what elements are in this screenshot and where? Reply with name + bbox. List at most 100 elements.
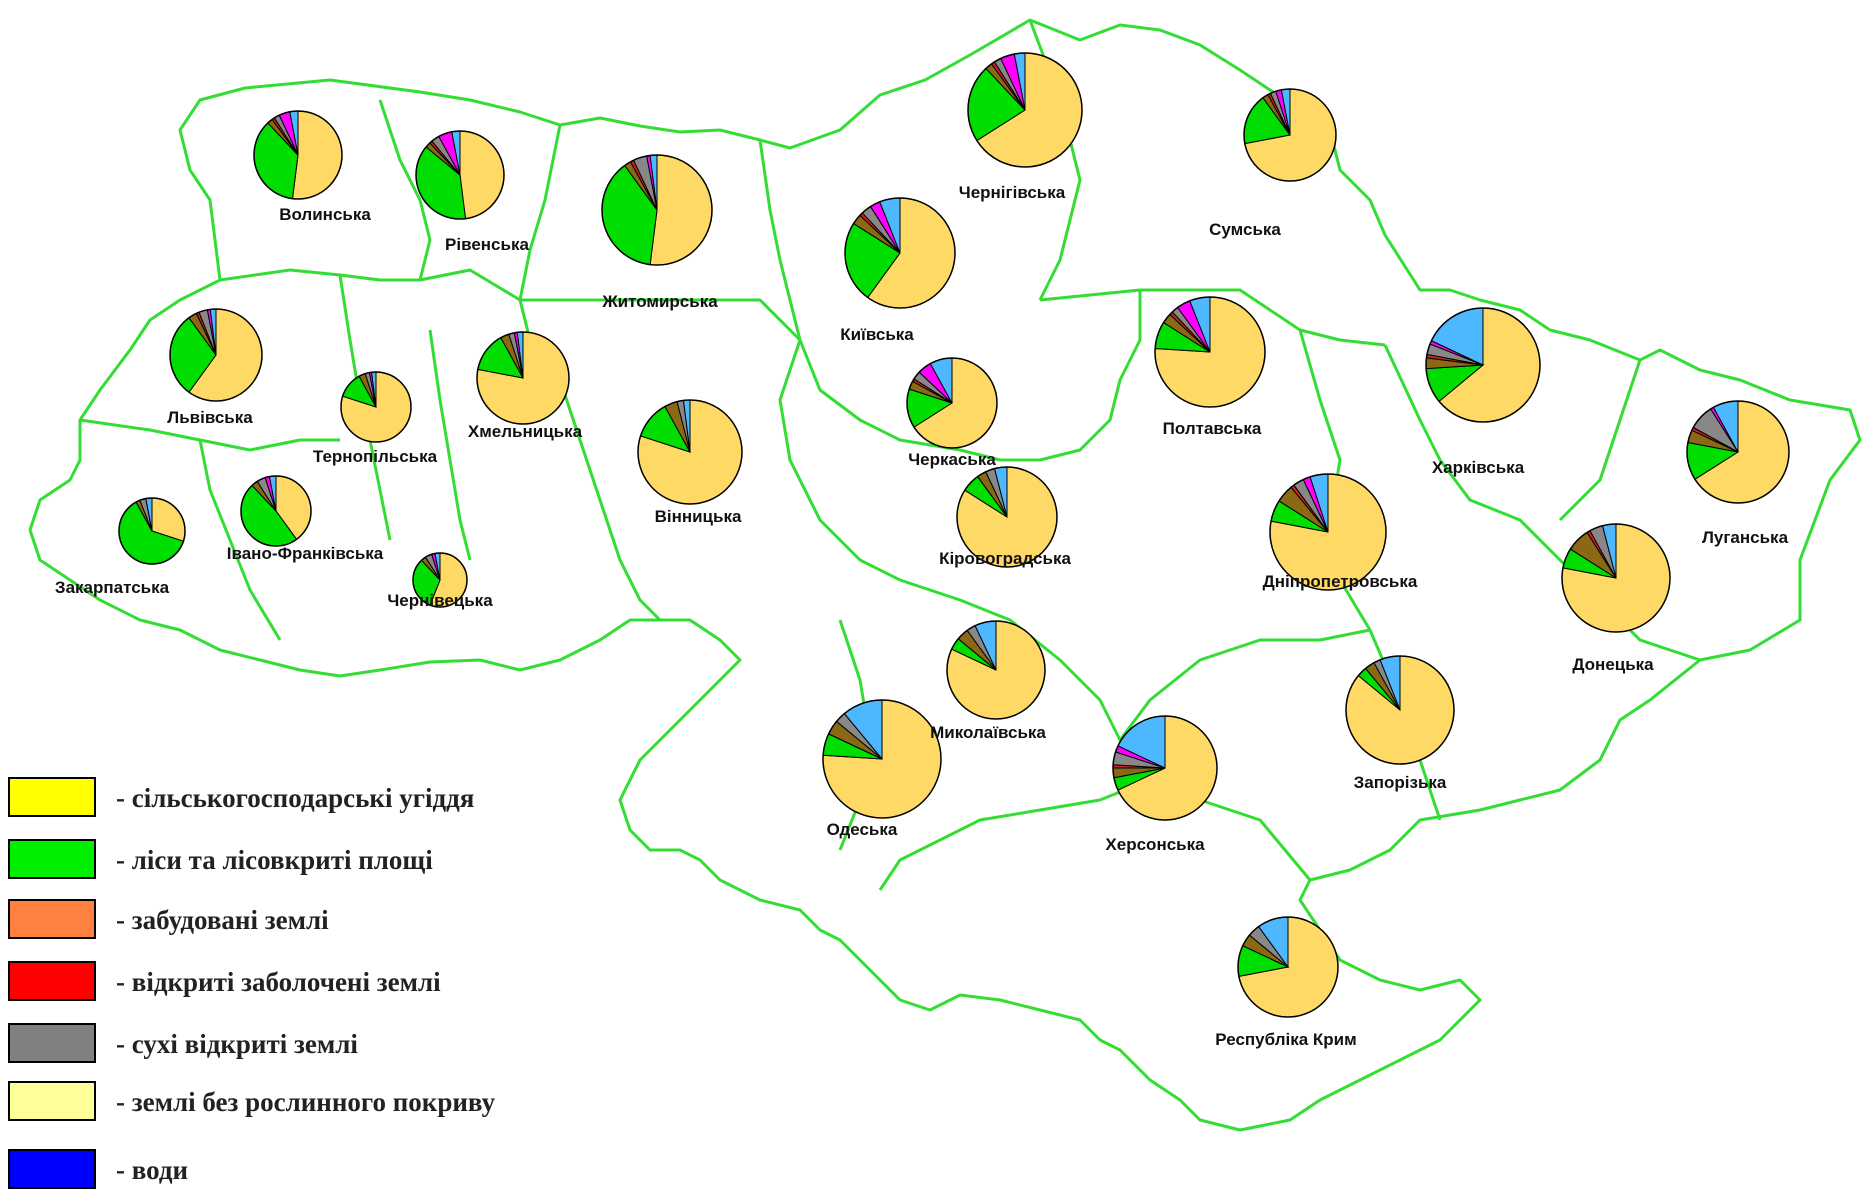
- pie-slice: [291, 110, 343, 200]
- legend-swatch: [8, 777, 96, 817]
- pie-outline: [240, 475, 312, 547]
- pie-outline: [1112, 715, 1218, 821]
- legend-swatch: [8, 839, 96, 879]
- region-label-odeska: Одеська: [827, 820, 898, 839]
- pie-volynska: [253, 110, 343, 200]
- legend-label: - сільськогосподарські угіддя: [116, 783, 475, 813]
- pie-outline: [822, 699, 942, 819]
- pie-odeska: [822, 699, 942, 819]
- region-label-poltavska: Полтавська: [1163, 419, 1262, 438]
- pie-outline: [1425, 307, 1541, 423]
- pie-outline: [906, 357, 998, 449]
- legend-label: - забудовані землі: [116, 905, 329, 935]
- region-label-chernihivska: Чернігівська: [959, 183, 1066, 202]
- region-pies: [118, 52, 1790, 1018]
- legend-swatch: [8, 1149, 96, 1189]
- pie-outline: [412, 552, 468, 608]
- region-label-vinnytska: Вінницька: [655, 507, 742, 526]
- region-label-zakarpatska: Закарпатська: [55, 578, 170, 597]
- legend-swatch: [8, 1023, 96, 1063]
- pie-zakarpatska: [118, 497, 186, 565]
- pie-khersonska: [1112, 715, 1218, 821]
- legend-label: - ліси та лісовкриті площі: [116, 845, 433, 875]
- region-label-mykolaivska: Миколаївська: [930, 723, 1046, 742]
- region-label-lvivska: Львівська: [167, 408, 253, 427]
- pie-chernivetska: [412, 552, 468, 608]
- pie-outline: [967, 52, 1083, 168]
- pie-kirovohradska: [956, 466, 1058, 568]
- pie-outline: [1269, 473, 1387, 591]
- pie-outline: [956, 466, 1058, 568]
- pie-outline: [1561, 523, 1671, 633]
- pie-outline: [844, 197, 956, 309]
- pie-rivnenska: [415, 130, 505, 220]
- pie-kyivska: [844, 197, 956, 309]
- pie-kharkivska: [1425, 307, 1541, 423]
- pie-khmelnytska: [476, 331, 570, 425]
- region-label-ivanofrankivska: Івано-Франківська: [227, 544, 384, 563]
- pie-outline: [637, 399, 743, 505]
- region-label-rivnenska: Рівенська: [445, 235, 529, 254]
- region-label-kyivska: Київська: [840, 325, 914, 344]
- legend-label: - землі без рослинного покриву: [116, 1087, 496, 1117]
- region-label-dnipropetrovska: Дніпропетровська: [1263, 572, 1418, 591]
- pie-slice: [649, 154, 713, 266]
- legend-item-built-up: - забудовані землі: [8, 897, 568, 941]
- pie-sumska: [1243, 88, 1337, 182]
- region-label-khersonska: Херсонська: [1105, 835, 1205, 854]
- pie-outline: [253, 110, 343, 200]
- pie-outline: [601, 154, 713, 266]
- legend-item-bare: - землі без рослинного покриву: [8, 1079, 568, 1123]
- pie-chernihivska: [967, 52, 1083, 168]
- pie-luhanska: [1686, 400, 1790, 504]
- legend-item-forest: - ліси та лісовкриті площі: [8, 837, 568, 881]
- pie-vinnytska: [637, 399, 743, 505]
- pie-lvivska: [169, 308, 263, 402]
- legend-item-agricultural: - сільськогосподарські угіддя: [8, 775, 568, 819]
- pie-outline: [415, 130, 505, 220]
- pie-cherkaska: [906, 357, 998, 449]
- region-label-krym: Республіка Крим: [1215, 1030, 1356, 1049]
- region-label-sumska: Сумська: [1209, 220, 1281, 239]
- country-outline: [28, 18, 1862, 1132]
- region-label-khmelnytska: Хмельницька: [468, 422, 583, 441]
- pie-outline: [1154, 296, 1266, 408]
- pie-outline: [1686, 400, 1790, 504]
- region-label-ternopilska: Тернопільська: [313, 447, 438, 466]
- region-label-kirovohradska: Кіровоградська: [939, 549, 1071, 568]
- pie-zaporizka: [1345, 655, 1455, 765]
- pie-ivanofrankivska: [240, 475, 312, 547]
- pie-krym: [1237, 916, 1339, 1018]
- legend-swatch: [8, 1081, 96, 1121]
- region-label-donetska: Донецька: [1572, 655, 1654, 674]
- legend-item-water: - води: [8, 1147, 568, 1191]
- region-label-zhytomyrska: Житомирська: [601, 292, 718, 311]
- legend-swatch: [8, 899, 96, 939]
- region-label-cherkaska: Черкаська: [908, 450, 996, 469]
- region-label-zaporizka: Запорізька: [1354, 773, 1447, 792]
- pie-slice: [459, 130, 505, 220]
- pie-zhytomyrska: [601, 154, 713, 266]
- pie-ternopilska: [340, 371, 412, 443]
- pie-outline: [340, 371, 412, 443]
- region-label-kharkivska: Харківська: [1432, 458, 1525, 477]
- legend-item-dry-open: - сухі відкриті землі: [8, 1021, 568, 1065]
- pie-outline: [1237, 916, 1339, 1018]
- legend-label: - відкриті заболочені землі: [116, 967, 441, 997]
- pie-mykolaivska: [946, 620, 1046, 720]
- legend-swatch: [8, 961, 96, 1001]
- pie-dnipropetrovska: [1269, 473, 1387, 591]
- legend-label: - води: [116, 1155, 189, 1185]
- pie-outline: [1243, 88, 1337, 182]
- legend-label: - сухі відкриті землі: [116, 1029, 358, 1059]
- region-label-volynska: Волинська: [279, 205, 371, 224]
- legend-item-wetlands: - відкриті заболочені землі: [8, 959, 568, 1003]
- pie-outline: [476, 331, 570, 425]
- pie-outline: [946, 620, 1046, 720]
- pie-outline: [118, 497, 186, 565]
- region-label-luhanska: Луганська: [1702, 528, 1789, 547]
- pie-outline: [169, 308, 263, 402]
- region-label-chernivetska: Чернівецька: [387, 591, 493, 610]
